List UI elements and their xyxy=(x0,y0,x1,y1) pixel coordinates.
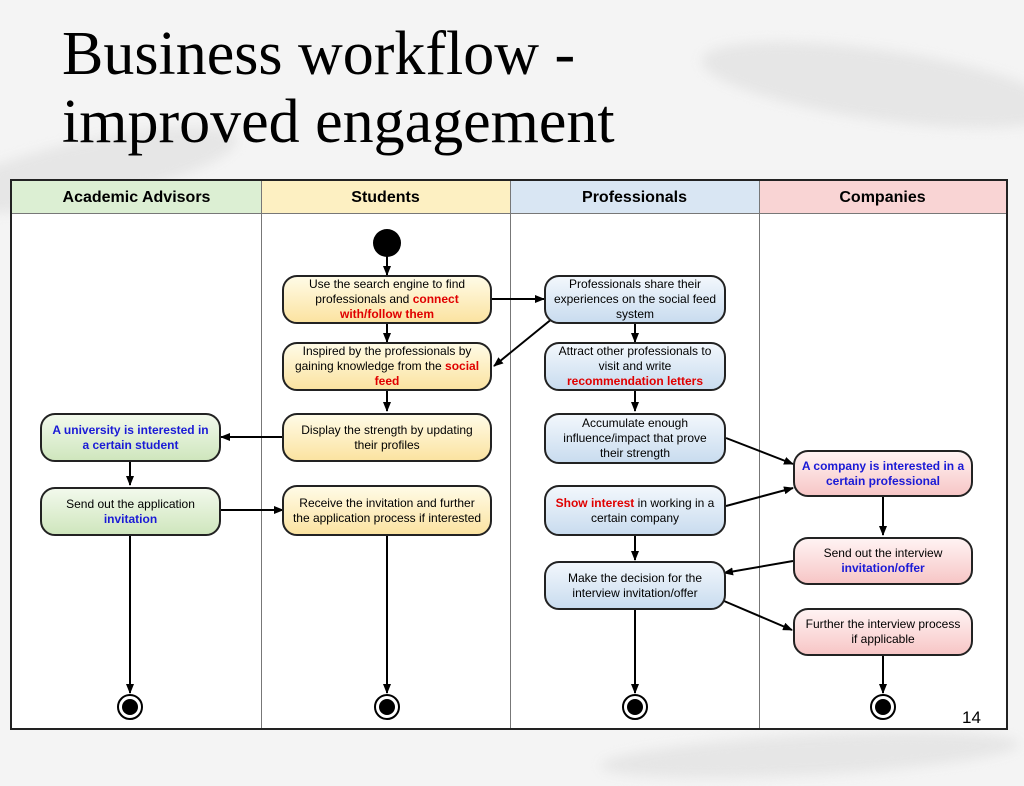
start-node xyxy=(373,229,401,257)
lane-divider xyxy=(510,181,511,728)
node-send-application: Send out the application invitation xyxy=(40,487,221,536)
node-further-interview: Further the interview process if applica… xyxy=(793,608,973,656)
node-inspired: Inspired by the professionals by gaining… xyxy=(282,342,492,391)
lane-header-professionals: Professionals xyxy=(510,181,759,214)
node-university-interested: A university is interested in a certain … xyxy=(40,413,221,462)
end-node-professionals xyxy=(622,694,648,720)
node-search-professionals: Use the search engine to find profession… xyxy=(282,275,492,324)
background-streak xyxy=(599,724,1021,786)
lane-divider xyxy=(261,181,262,728)
end-node-students xyxy=(374,694,400,720)
title-line-1: Business workflow - xyxy=(62,20,576,88)
lane-header-students: Students xyxy=(261,181,510,214)
lane-header-academic-advisors: Academic Advisors xyxy=(12,181,261,214)
page-title: Business workflow - improved engagement xyxy=(62,20,962,156)
end-node-academic-advisors xyxy=(117,694,143,720)
node-send-interview: Send out the interview invitation/offer xyxy=(793,537,973,585)
node-show-interest: Show interest in working in a certain co… xyxy=(544,485,726,536)
node-display-strength: Display the strength by updating their p… xyxy=(282,413,492,462)
page-number: 14 xyxy=(962,708,981,727)
node-company-interested: A company is interested in a certain pro… xyxy=(793,450,973,497)
title-line-2: improved engagement xyxy=(62,88,615,156)
node-share-experiences: Professionals share their experiences on… xyxy=(544,275,726,324)
node-attract-professionals: Attract other professionals to visit and… xyxy=(544,342,726,391)
node-receive-invitation: Receive the invitation and further the a… xyxy=(282,485,492,536)
end-node-companies xyxy=(870,694,896,720)
lane-divider xyxy=(759,181,760,728)
node-make-decision: Make the decision for the interview invi… xyxy=(544,561,726,610)
lane-header-companies: Companies xyxy=(759,181,1006,214)
node-accumulate-influence: Accumulate enough influence/impact that … xyxy=(544,413,726,464)
